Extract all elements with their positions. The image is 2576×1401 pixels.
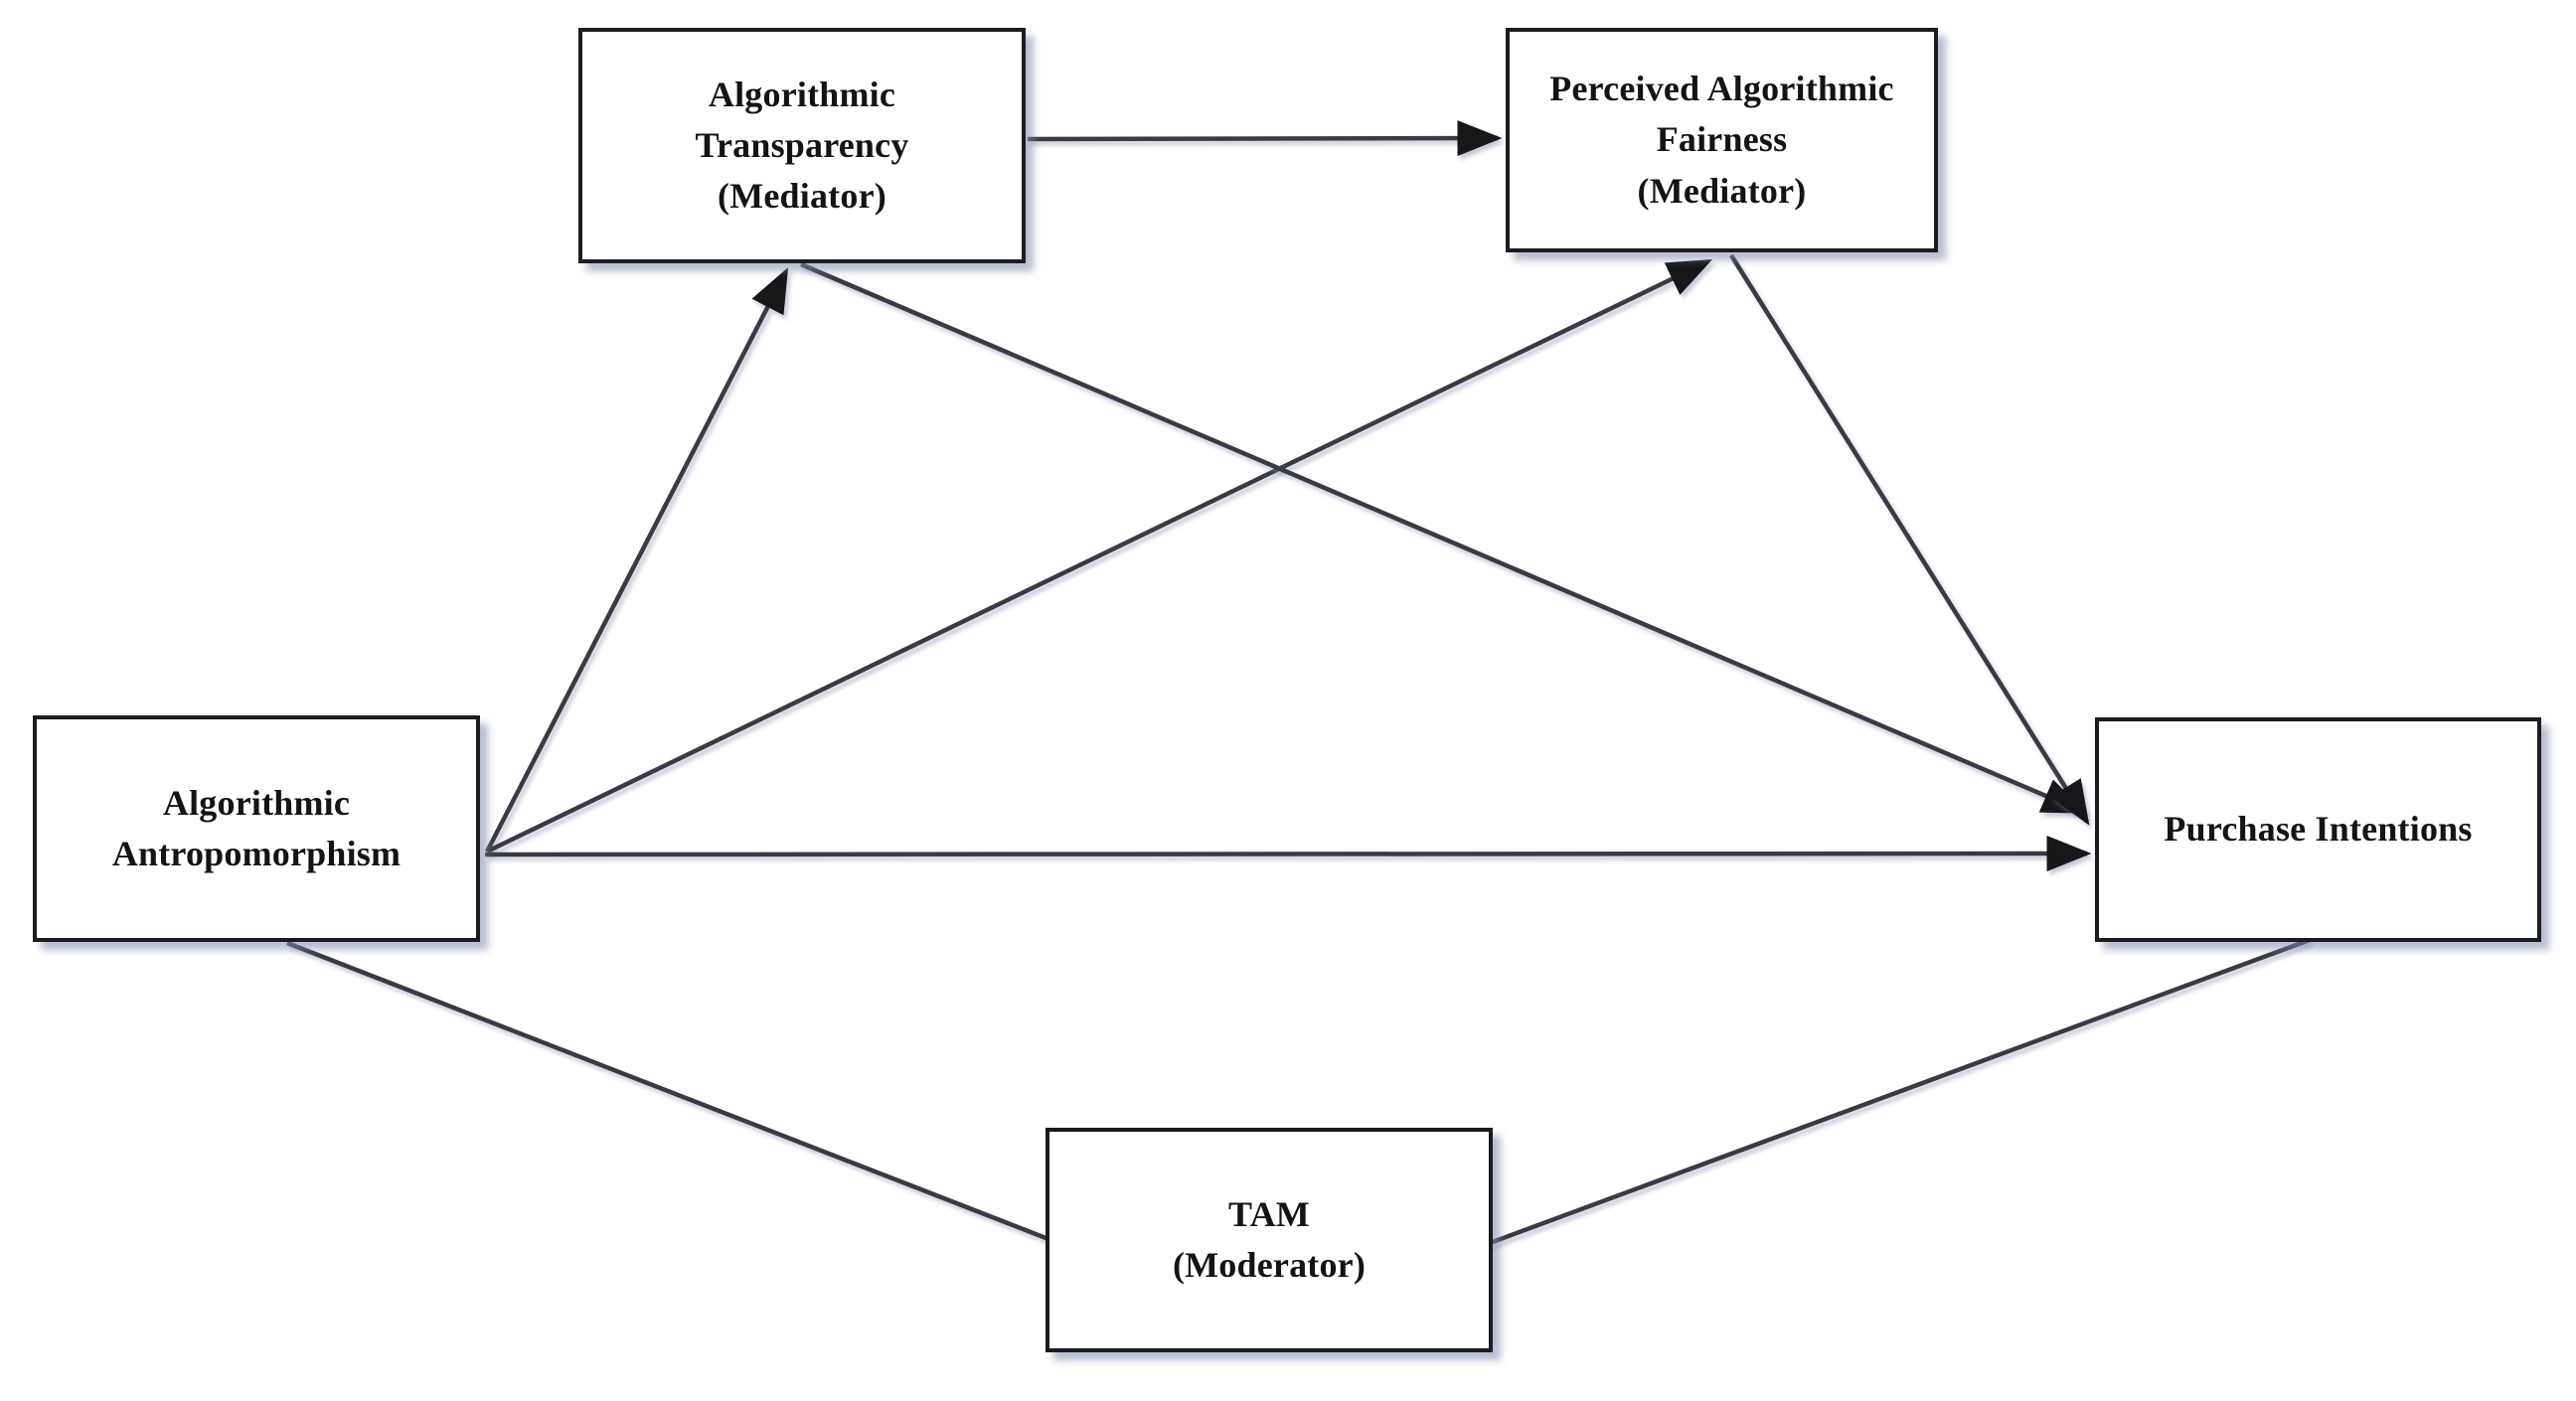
edge-algorithmic-transparency-to-perceived-algorithmic-fairness-arrow <box>1027 120 1503 157</box>
edges-group <box>286 120 2311 1246</box>
node-perceived-algorithmic-fairness: Perceived Algorithmic Fairness (Mediator… <box>1506 28 1938 252</box>
edge-perceived-algorithmic-fairness-to-purchase-intentions-arrow <box>1729 253 2090 826</box>
node-tam-moderator-label: TAM (Moderator) <box>1172 1193 1367 1285</box>
node-tam-moderator: TAM (Moderator) <box>1046 1128 1493 1352</box>
edge-algorithmic-antropomorphism-to-algorithmic-transparency-arrow <box>485 267 789 854</box>
node-algorithmic-antropomorphism-label: Algorithmic Antropomorphism <box>111 782 402 873</box>
edge-algorithmic-antropomorphism-to-purchase-intentions-arrow <box>484 836 2092 872</box>
node-algorithmic-antropomorphism: Algorithmic Antropomorphism <box>33 715 480 942</box>
edge-algorithmic-antropomorphism-to-perceived-algorithmic-fairness-arrow <box>486 258 1713 855</box>
node-purchase-intentions: Purchase Intentions <box>2095 717 2541 942</box>
node-purchase-intentions-label: Purchase Intentions <box>2164 809 2473 850</box>
node-algorithmic-transparency: Algorithmic Transparency (Mediator) <box>578 28 1026 263</box>
edge-tam-to-purchase-intentions-line <box>1489 937 2311 1246</box>
node-algorithmic-transparency-label: Algorithmic Transparency (Mediator) <box>695 74 909 217</box>
edge-algorithmic-antropomorphism-to-tam-line <box>286 940 1049 1242</box>
edge-algorithmic-transparency-to-purchase-intentions-arrow <box>800 261 2088 815</box>
node-perceived-algorithmic-fairness-label: Perceived Algorithmic Fairness (Mediator… <box>1549 69 1894 211</box>
